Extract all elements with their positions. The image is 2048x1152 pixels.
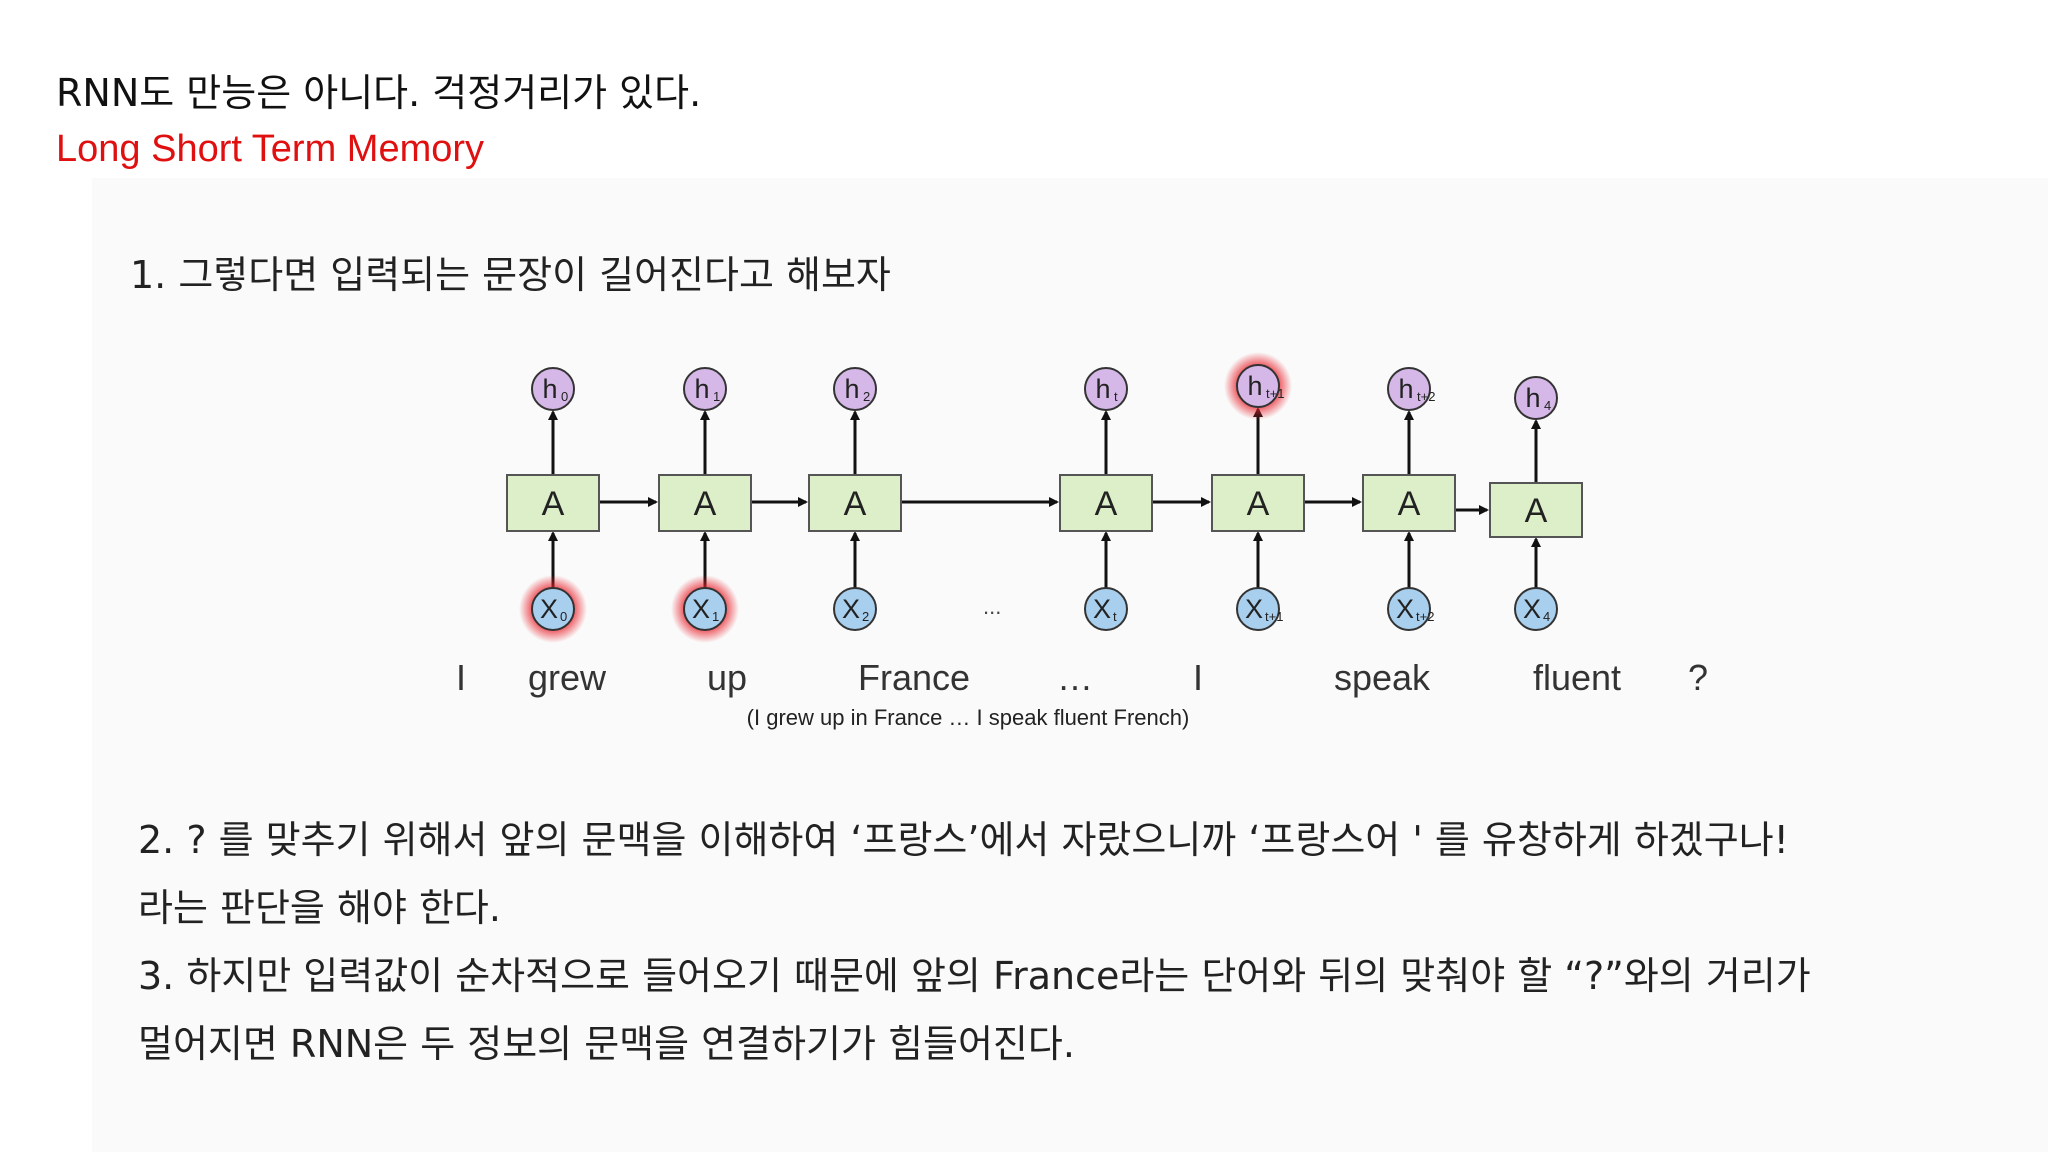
output-node-subscript: 4	[1544, 398, 1551, 413]
sentence-word: fluent	[1533, 657, 1621, 698]
sentence-word: ?	[1688, 657, 1708, 698]
point-3-line-2: 멀어지면 RNN은 두 정보의 문맥을 연결하기가 힘들어진다.	[138, 1022, 1075, 1066]
output-node-label: h	[844, 374, 859, 404]
sentence-word: …	[1057, 657, 1093, 698]
sentence-word: I	[456, 657, 466, 698]
output-node-h	[683, 367, 727, 411]
sentence-word: France	[858, 657, 970, 698]
slide-subtitle: Long Short Term Memory	[56, 128, 485, 170]
input-node-x	[1514, 587, 1558, 631]
input-node-subscript: 1	[712, 609, 719, 624]
cell-label: A	[1398, 485, 1421, 523]
output-node-h	[1084, 367, 1128, 411]
input-node-label: X	[1245, 594, 1263, 624]
output-node-label: h	[1247, 371, 1262, 401]
cell-box	[1362, 474, 1456, 532]
cell-box	[808, 474, 902, 532]
input-node-x	[833, 587, 877, 631]
output-node-subscript: t+2	[1417, 389, 1435, 404]
input-node-x	[1084, 587, 1128, 631]
cell-box	[658, 474, 752, 532]
cell-box	[1059, 474, 1153, 532]
input-node-subscript: t	[1113, 609, 1117, 624]
input-node-subscript: t+2	[1416, 609, 1434, 624]
cell-label: A	[694, 485, 717, 523]
sentence-word: I	[1193, 657, 1203, 698]
gap-ellipsis: ...	[983, 594, 1001, 619]
cell-label: A	[1525, 492, 1548, 530]
input-node-subscript: 2	[862, 609, 869, 624]
input-node-subscript: t+1	[1265, 609, 1283, 624]
output-node-label: h	[1095, 374, 1110, 404]
input-node-x	[683, 587, 727, 631]
point-2-line-1: 2. ? 를 맞추기 위해서 앞의 문맥을 이해하여 ‘프랑스’에서 자랐으니까…	[138, 818, 1789, 862]
input-node-label: X	[842, 594, 860, 624]
output-node-subscript: 0	[561, 389, 568, 404]
slide-panel	[92, 178, 2048, 1152]
cell-label: A	[844, 485, 867, 523]
sentence-word: up	[707, 657, 747, 698]
cell-box	[1211, 474, 1305, 532]
output-node-label: h	[1398, 374, 1413, 404]
input-node-x	[531, 587, 575, 631]
explanation-text: 2. ? 를 맞추기 위해서 앞의 문맥을 이해하여 ‘프랑스’에서 자랐으니까…	[138, 806, 1811, 1078]
point-2-line-2: 라는 판단을 해야 한다.	[138, 886, 501, 930]
sentence-word: grew	[528, 657, 607, 698]
output-node-subscript: t	[1114, 389, 1118, 404]
input-node-label: X	[1523, 594, 1541, 624]
input-node-subscript: 4	[1543, 609, 1550, 624]
cell-box	[506, 474, 600, 532]
cell-label: A	[1095, 485, 1118, 523]
output-node-h	[1514, 376, 1558, 420]
input-node-x	[1236, 587, 1280, 631]
output-node-label: h	[542, 374, 557, 404]
output-node-subscript: 1	[713, 389, 720, 404]
input-node-label: X	[1396, 594, 1414, 624]
output-node-label: h	[694, 374, 709, 404]
cell-label: A	[1247, 485, 1270, 523]
input-node-label: X	[540, 594, 558, 624]
output-node-subscript: t+1	[1266, 386, 1284, 401]
output-node-h	[531, 367, 575, 411]
output-node-subscript: 2	[863, 389, 870, 404]
input-node-label: X	[692, 594, 710, 624]
input-node-x	[1387, 587, 1431, 631]
output-node-label: h	[1525, 383, 1540, 413]
input-node-label: X	[1093, 594, 1111, 624]
output-node-h	[1236, 364, 1280, 408]
output-node-h	[1387, 367, 1431, 411]
point-3-line-1: 3. 하지만 입력값이 순차적으로 들어오기 때문에 앞의 France라는 단…	[138, 954, 1811, 998]
cell-label: A	[542, 485, 565, 523]
diagram-caption: (I grew up in France … I speak fluent Fr…	[747, 705, 1190, 730]
input-node-subscript: 0	[560, 609, 567, 624]
sentence-word: speak	[1334, 657, 1431, 698]
slide-title: RNN도 만능은 아니다. 걱정거리가 있다.	[56, 71, 702, 115]
output-node-h	[833, 367, 877, 411]
cell-box	[1489, 482, 1583, 538]
point-1: 1. 그렇다면 입력되는 문장이 길어진다고 해보자	[130, 253, 891, 297]
